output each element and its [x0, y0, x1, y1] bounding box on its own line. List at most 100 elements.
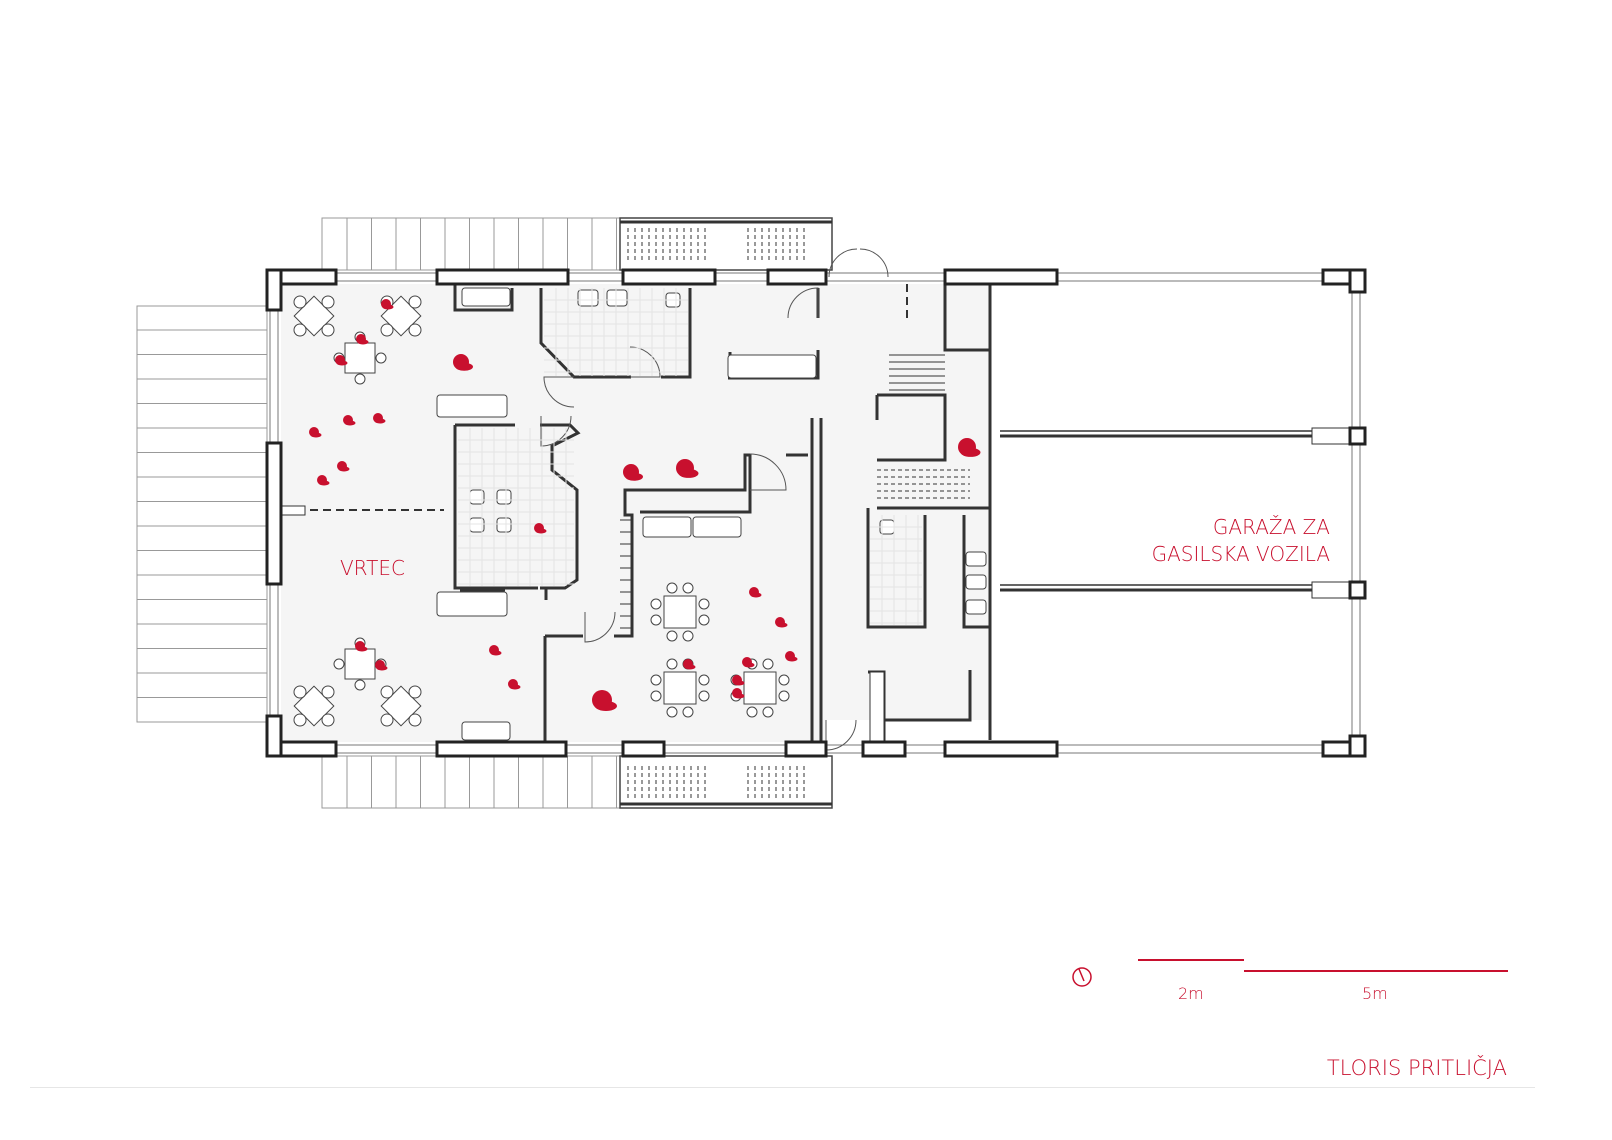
person-icon: [490, 650, 502, 656]
fixture: [436, 394, 508, 418]
wall: [784, 740, 828, 758]
wall: [766, 268, 828, 286]
person-icon: [743, 662, 755, 668]
table: [344, 648, 376, 680]
stool: [354, 679, 366, 691]
table: [344, 342, 376, 374]
chair: [762, 706, 774, 718]
stool: [408, 323, 422, 337]
person-icon: [776, 622, 788, 628]
stool: [321, 323, 335, 337]
wall: [1348, 580, 1367, 600]
stool: [321, 713, 335, 727]
person-icon: [733, 693, 745, 699]
chair: [650, 614, 662, 626]
shelf: [869, 671, 885, 743]
deck: [321, 755, 621, 809]
table: [663, 671, 697, 705]
door-swing: [787, 287, 819, 319]
chair: [682, 706, 694, 718]
person-icon: [357, 339, 369, 345]
people-figures: [309, 299, 981, 711]
person-icon: [455, 362, 474, 371]
interior-wall: [962, 515, 990, 629]
person-icon: [960, 447, 981, 457]
person-icon: [678, 468, 699, 478]
pier: [1311, 581, 1351, 599]
table: [743, 671, 777, 705]
drawing-title: TLORIS PRITLIČJA: [1326, 1056, 1507, 1080]
stool: [408, 713, 422, 727]
scale-label-5m: 5m: [1362, 984, 1388, 1003]
person-icon: [750, 592, 762, 598]
furniture: [293, 287, 987, 741]
interior-wall: [943, 284, 990, 352]
fixture: [577, 289, 599, 307]
stool: [408, 295, 422, 309]
north-arrow-icon: [1072, 967, 1092, 987]
chair: [698, 598, 710, 610]
person-icon: [338, 466, 350, 472]
chair: [666, 706, 678, 718]
door-swing: [543, 376, 575, 408]
chair: [698, 674, 710, 686]
person-icon: [336, 360, 348, 366]
wall: [265, 268, 283, 312]
fixture: [461, 287, 511, 307]
floor-garage: [997, 284, 1347, 742]
terrace-decks: [136, 217, 833, 809]
person-icon: [374, 418, 386, 424]
wall: [435, 268, 570, 286]
person-icon: [382, 304, 394, 310]
person-icon: [595, 701, 617, 711]
pier: [1311, 427, 1351, 445]
stool: [293, 295, 307, 309]
person-icon: [318, 480, 330, 486]
chair: [746, 706, 758, 718]
stool: [293, 323, 307, 337]
room-label-garage: GARAŽA ZA GASILSKA VOZILA: [1152, 514, 1330, 568]
deck: [321, 217, 621, 271]
scale-bar: [1138, 959, 1508, 972]
person-icon: [356, 646, 368, 652]
chair: [650, 690, 662, 702]
person-icon: [535, 528, 547, 534]
chair: [682, 582, 694, 594]
fixture: [965, 599, 987, 615]
chair: [778, 690, 790, 702]
person-icon: [310, 432, 322, 438]
chair: [698, 614, 710, 626]
stool: [293, 713, 307, 727]
floor-corridor: [826, 284, 990, 720]
chair: [682, 630, 694, 642]
entrance-door: [828, 248, 889, 278]
fixture: [436, 591, 508, 617]
wall: [621, 268, 717, 286]
pier: [280, 505, 306, 516]
fixture: [461, 721, 511, 741]
stool: [375, 352, 387, 364]
chair: [650, 674, 662, 686]
exterior-stairs: [619, 217, 833, 271]
chair: [666, 630, 678, 642]
stool: [293, 685, 307, 699]
person-icon: [509, 684, 521, 690]
fixture: [692, 516, 742, 538]
stool: [380, 713, 394, 727]
exterior-walls: [265, 268, 1367, 758]
person-icon: [786, 656, 798, 662]
stool: [333, 658, 345, 670]
chair: [762, 658, 774, 670]
interior-wall: [661, 288, 692, 379]
fixture: [642, 516, 692, 538]
garage-label-line2: GASILSKA VOZILA: [1151, 542, 1330, 566]
stool: [354, 373, 366, 385]
scale-label-2m: 2m: [1178, 984, 1204, 1003]
terrace-left: [136, 305, 268, 723]
fixture: [496, 489, 512, 505]
chair: [666, 658, 678, 670]
fixture: [496, 517, 512, 533]
stool: [380, 323, 394, 337]
fixture: [965, 574, 987, 590]
